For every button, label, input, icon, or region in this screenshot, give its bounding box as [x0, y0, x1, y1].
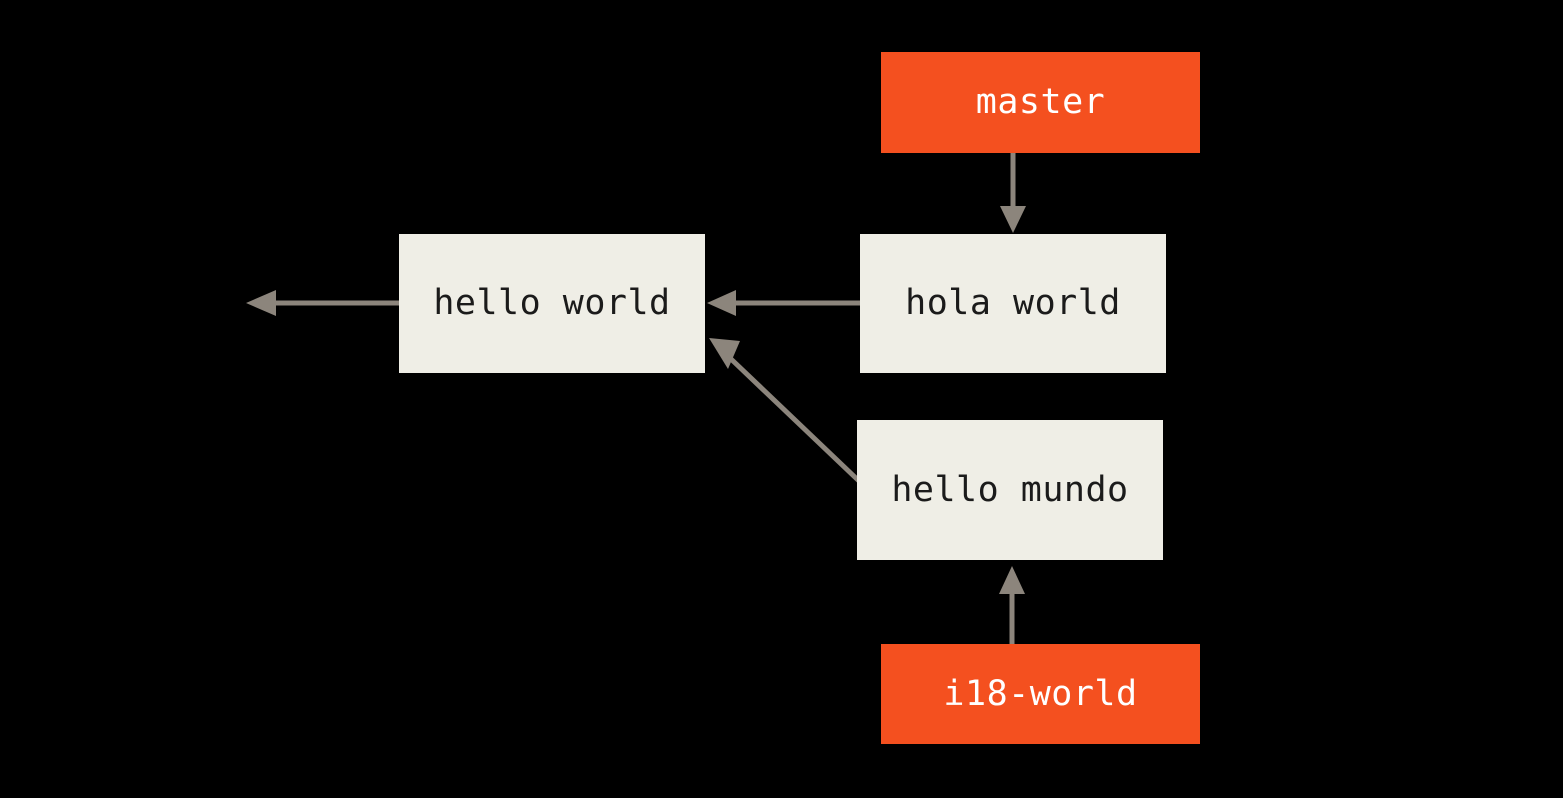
commit-label-hola-world: hola world — [905, 283, 1121, 323]
branch-node-master[interactable]: master — [881, 52, 1200, 153]
edge-i18-world-to-hello-mundo — [999, 566, 1025, 644]
commit-node-hello-world[interactable]: hello world — [399, 234, 705, 373]
edge-master-to-hola-world — [1000, 153, 1026, 233]
edge-hello-world-to-parent — [246, 290, 399, 316]
commit-node-hello-mundo[interactable]: hello mundo — [857, 420, 1163, 560]
branch-label-master: master — [975, 82, 1106, 122]
commit-node-hola-world[interactable]: hola world — [860, 234, 1166, 373]
branch-label-i18-world: i18-world — [943, 673, 1138, 714]
edge-hello-mundo-to-hello-world — [709, 338, 861, 483]
commit-label-hello-mundo: hello mundo — [891, 469, 1129, 510]
branch-node-i18-world[interactable]: i18-world — [881, 644, 1200, 744]
edge-hola-world-to-hello-world — [707, 290, 860, 316]
commit-label-hello-world: hello world — [433, 283, 671, 323]
